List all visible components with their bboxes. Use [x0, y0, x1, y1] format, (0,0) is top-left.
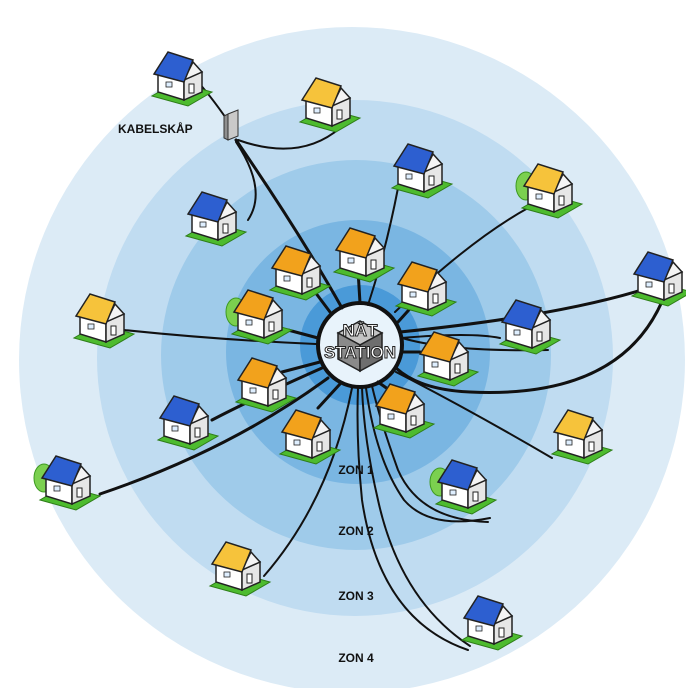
station-label-line1: NÄT	[343, 321, 379, 340]
station-box-icon	[336, 320, 384, 373]
cable-bottom-left-yellow	[263, 387, 353, 577]
cable-bottom-right-blue-2	[361, 387, 471, 647]
cable-far-right-loop	[394, 270, 674, 394]
house-inner-left-top-orange-icon	[268, 245, 332, 301]
zone2-label: ZON 2	[338, 524, 374, 538]
cabinet-label: KABELSKÅP	[118, 121, 193, 136]
house-top-center-blue-icon	[390, 143, 454, 199]
cable-group	[98, 81, 674, 651]
house-top-right-yellow-bush-icon	[515, 163, 584, 219]
house-right-blue-icon	[498, 299, 562, 355]
cable-far-left-yellow	[123, 329, 317, 345]
house-right-low-yellow-icon	[550, 409, 614, 465]
house-far-left-yellow-icon	[72, 293, 136, 349]
zone1-label: ZON 1	[338, 463, 374, 477]
house-inner-bottom-right-orange-icon	[372, 383, 436, 439]
cable-cabinet-icon	[223, 109, 239, 141]
cable-lower-right-loop	[365, 387, 491, 523]
house-inner-bottom-left-orange-icon	[278, 409, 342, 465]
zone3-label: ZON 3	[338, 589, 374, 603]
house-inner-right-orange-icon	[394, 261, 458, 317]
cable-right-low-yellow	[395, 371, 553, 459]
house-bottom-left-yellow-icon	[208, 541, 272, 597]
cable-inner-left-bush	[286, 328, 320, 340]
houses-layer	[33, 51, 686, 651]
house-inner-lower-left-orange-icon	[234, 357, 298, 413]
house-inner-top-orange-icon	[332, 227, 396, 283]
house-lower-right-blue-bush-icon	[429, 459, 498, 515]
house-inner-right-low-orange-icon	[416, 331, 480, 387]
house-inner-left-orange-bush-icon	[225, 289, 294, 345]
cable-right-blue	[401, 334, 549, 352]
cable-bottom-right-blue	[356, 387, 469, 651]
station-label-line2: STATION	[324, 343, 396, 362]
cable-inner-bottom-left	[316, 382, 342, 410]
house-far-left-low-blue-bush-icon	[33, 455, 102, 511]
cable-cabinet-station	[234, 138, 344, 310]
cable-inner-lower-left	[280, 360, 322, 374]
cable-lower-right-blue	[371, 385, 489, 523]
house-top-yellow-icon	[298, 77, 362, 133]
house-bottom-right-blue-icon	[460, 595, 524, 651]
cable-far-left-low-blue	[98, 376, 330, 496]
cable-cabinet-left-blue	[235, 141, 257, 221]
house-top-left-blue-icon	[150, 51, 214, 107]
house-left-blue-icon	[184, 191, 248, 247]
zone4-label: ZON 4	[338, 651, 374, 665]
house-lower-left-blue-icon	[156, 395, 220, 451]
house-far-right-blue-icon	[630, 251, 686, 307]
